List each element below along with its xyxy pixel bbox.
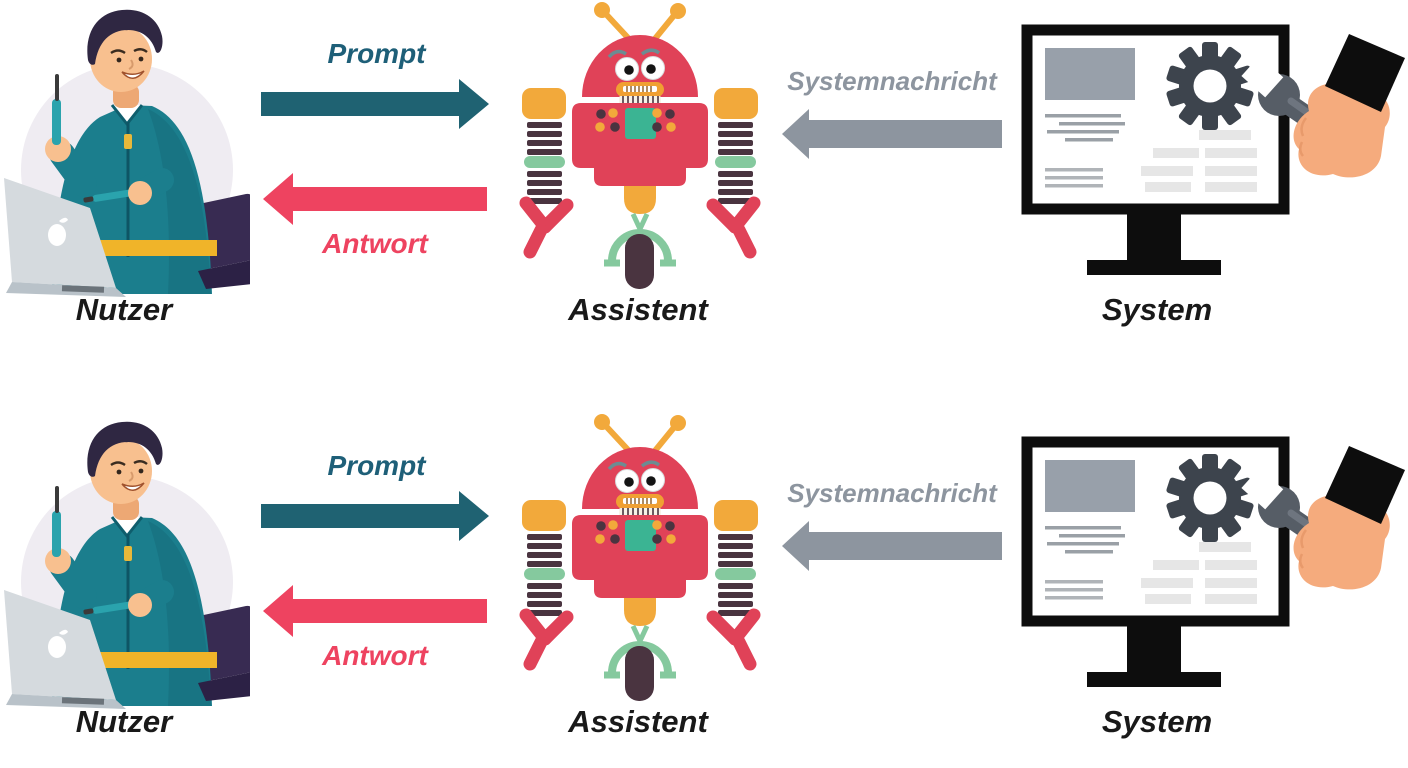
system-label: System — [1101, 704, 1213, 739]
prompt-arrow-label: Prompt — [327, 38, 426, 69]
prompt-arrow-label: Prompt — [327, 450, 426, 481]
flow-row-1: Nutzer Prompt Antwort Assistent Systemna… — [0, 0, 1408, 356]
system-message-arrow-left-icon — [782, 521, 1002, 571]
system-message-arrow-label: Systemnachricht — [787, 66, 997, 96]
prompt-arrow-right-icon — [261, 79, 489, 129]
assistant-label: Assistent — [568, 292, 708, 327]
system-message-arrow-left-icon — [782, 109, 1002, 159]
system-monitor-illustration — [1013, 18, 1408, 303]
assistant-label: Assistent — [568, 704, 708, 739]
user-illustration — [0, 414, 250, 709]
system-monitor-illustration — [1013, 430, 1408, 715]
assistant-robot-illustration — [505, 412, 775, 712]
answer-arrow-left-icon — [263, 585, 487, 637]
system-label: System — [1101, 292, 1213, 327]
system-message-arrow-label: Systemnachricht — [787, 478, 997, 508]
answer-arrow-left-icon — [263, 173, 487, 225]
user-illustration — [0, 2, 250, 297]
assistant-robot-illustration — [505, 0, 775, 300]
user-label: Nutzer — [75, 292, 173, 327]
flow-row-2: Nutzer Prompt Antwort Assistent Systemna… — [0, 412, 1408, 768]
answer-arrow-label: Antwort — [322, 640, 428, 671]
user-label: Nutzer — [75, 704, 173, 739]
answer-arrow-label: Antwort — [322, 228, 428, 259]
prompt-arrow-right-icon — [261, 491, 489, 541]
